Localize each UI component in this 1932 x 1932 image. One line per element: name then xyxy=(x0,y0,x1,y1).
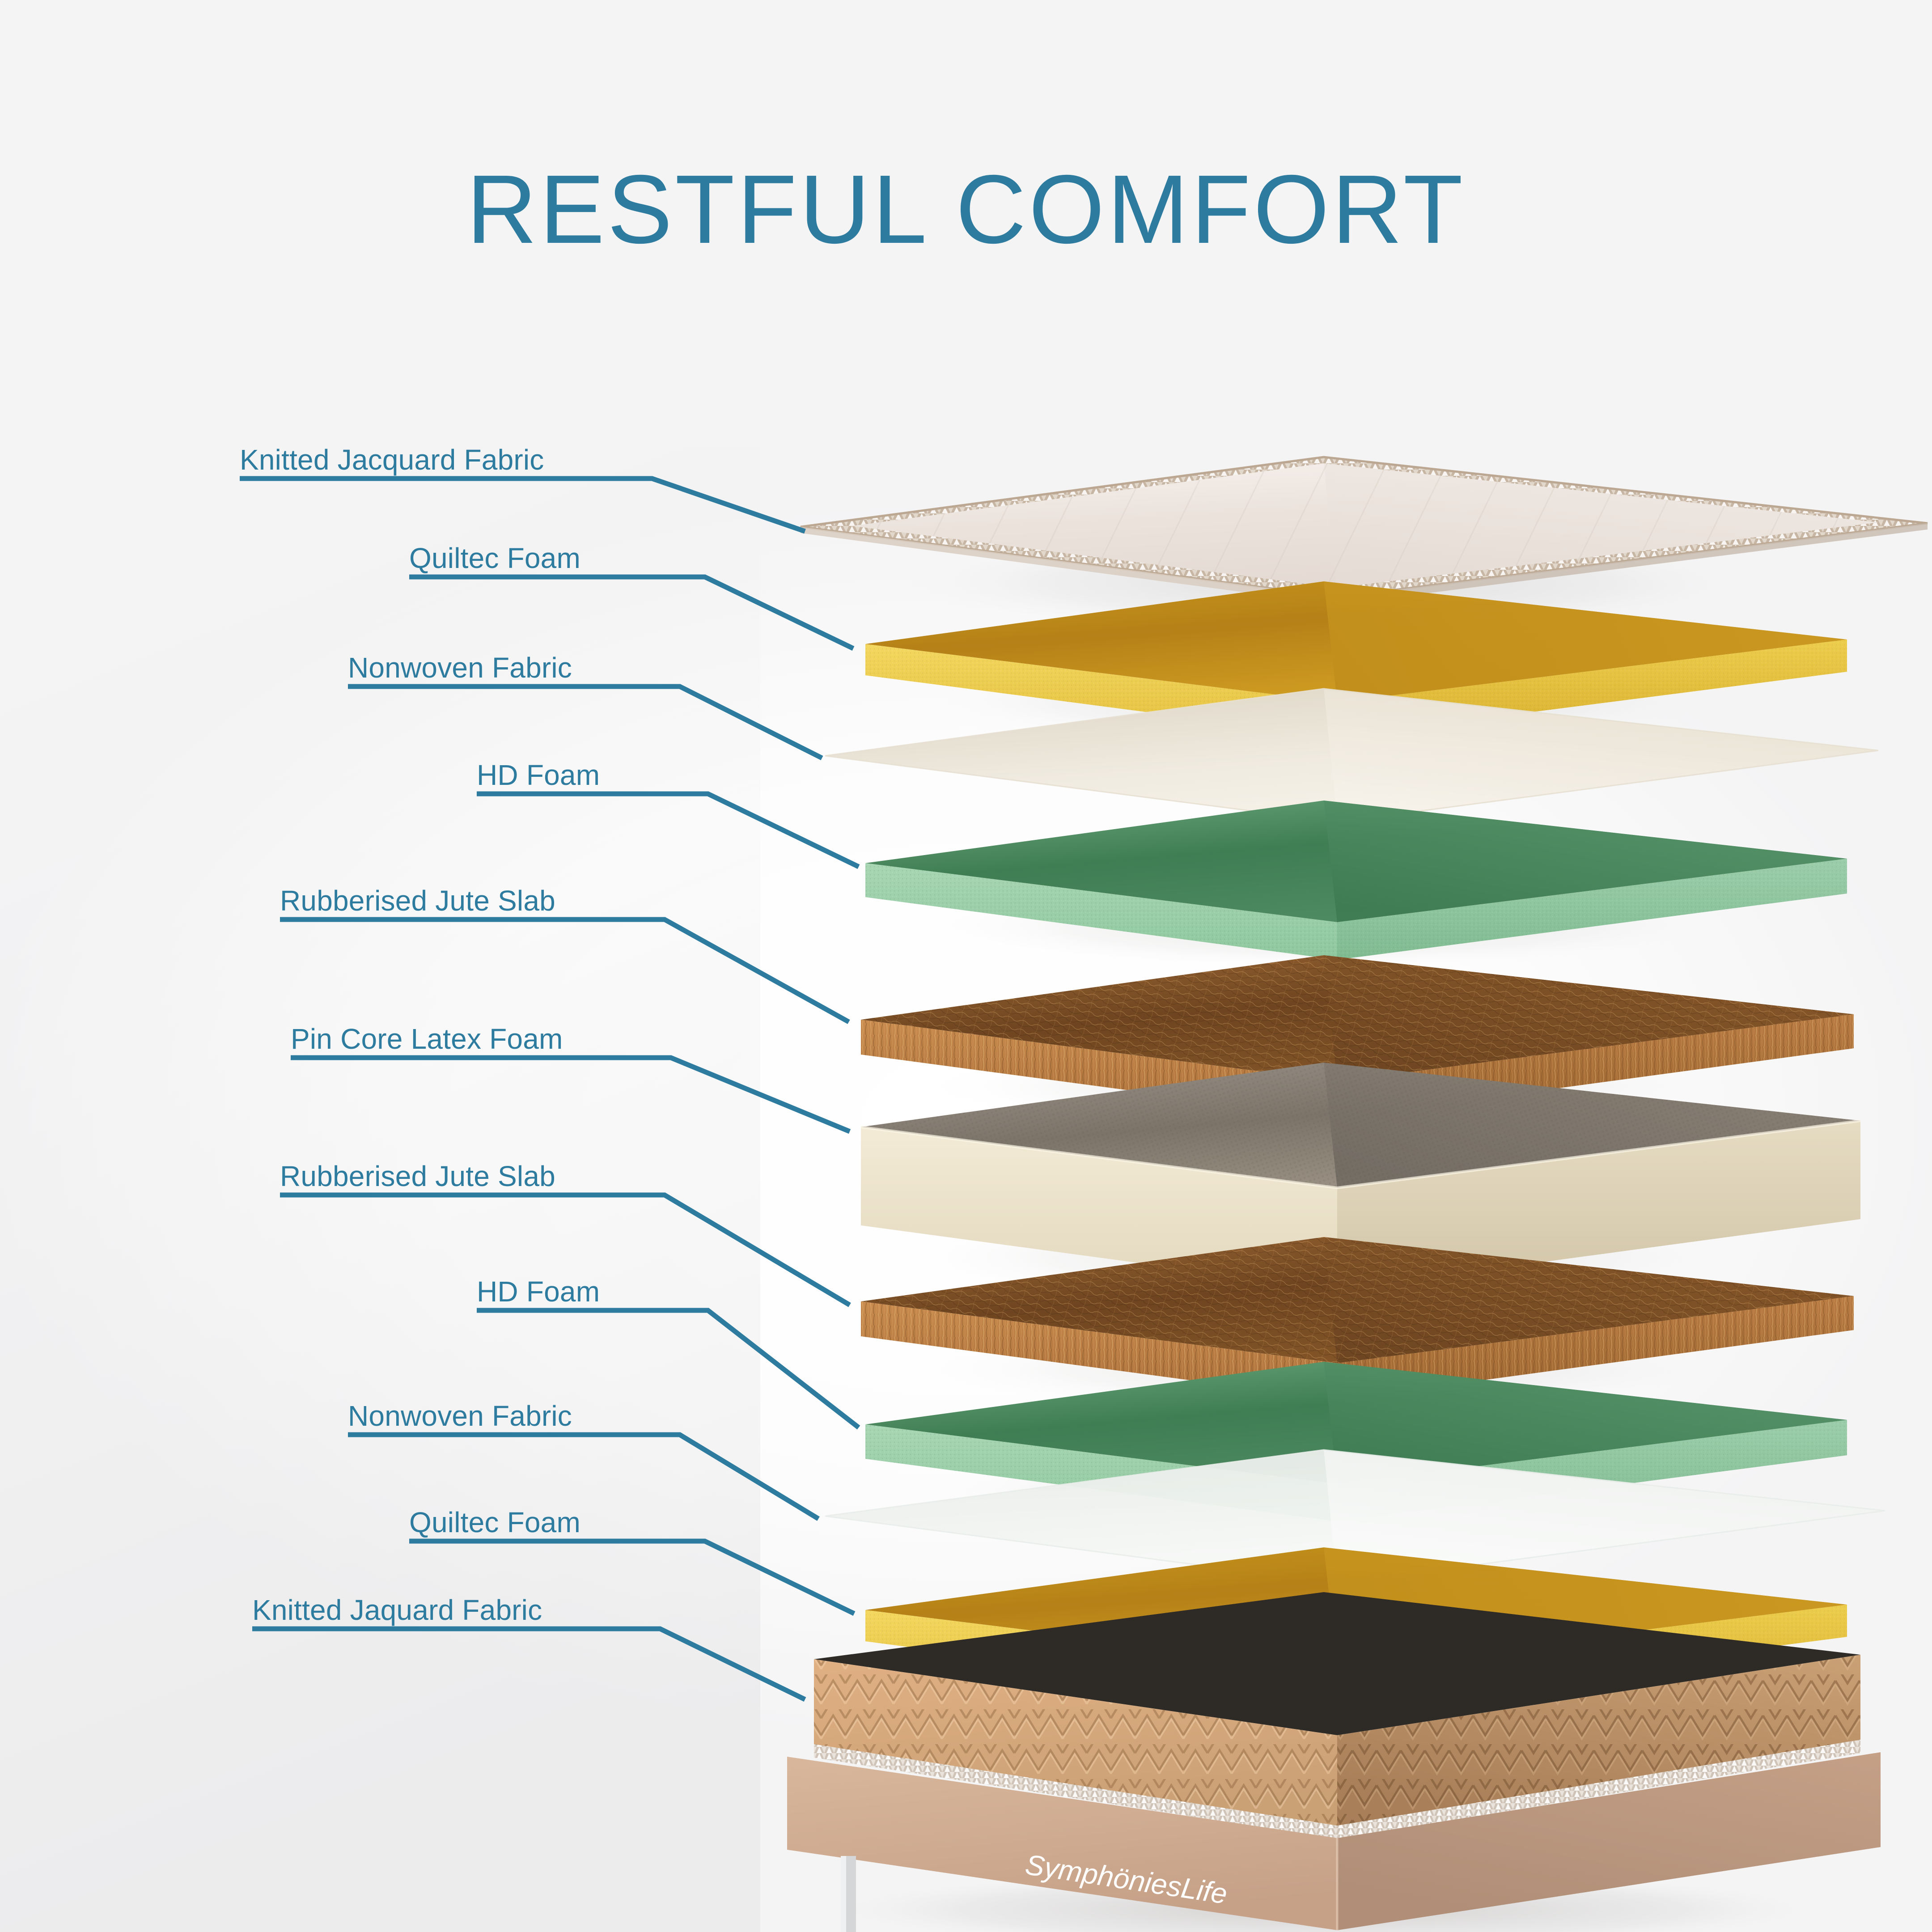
layer-label-2: Quiltec Foam xyxy=(409,542,580,574)
layer-hd-foam-top xyxy=(865,801,1847,968)
layer-nonwoven-fabric-top xyxy=(825,688,1879,823)
layer-label-9: Nonwoven Fabric xyxy=(348,1400,572,1432)
layer-label-8: HD Foam xyxy=(477,1275,600,1308)
base-left-face xyxy=(787,1757,1337,1930)
layer-label-6: Pin Core Latex Foam xyxy=(291,1023,563,1055)
layer-nonwoven-fabric-lower xyxy=(825,1449,1885,1584)
page-title: RESTFUL COMFORT xyxy=(466,155,1466,264)
layer-label-5: Rubberised Jute Slab xyxy=(280,885,555,917)
layer-label-4: HD Foam xyxy=(477,759,600,791)
layer-label-7: Rubberised Jute Slab xyxy=(280,1160,555,1192)
base-right-face xyxy=(1337,1752,1881,1930)
layer-label-11: Knitted Jaquard Fabric xyxy=(252,1594,542,1626)
layer-label-10: Quiltec Foam xyxy=(409,1506,580,1538)
layer-knitted-jaquard-fabric-base xyxy=(787,1592,1881,1932)
layer-label-3: Nonwoven Fabric xyxy=(348,652,572,684)
layer-label-1: Knitted Jacquard Fabric xyxy=(240,444,544,476)
